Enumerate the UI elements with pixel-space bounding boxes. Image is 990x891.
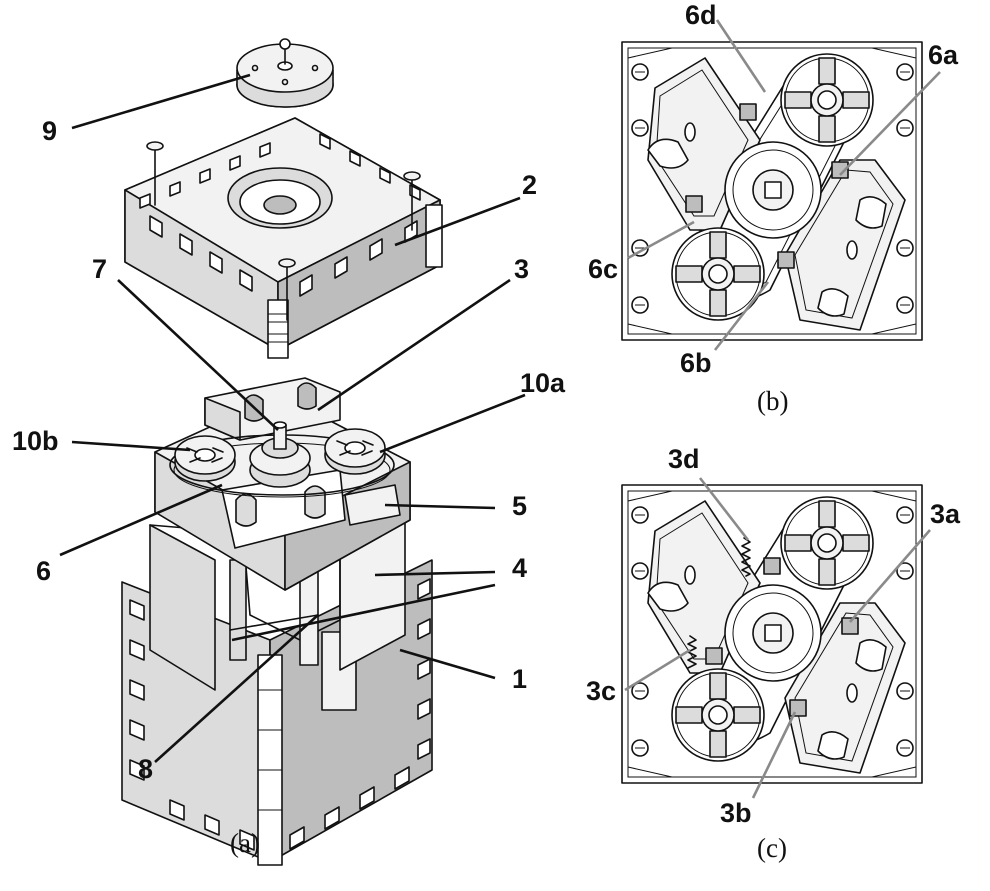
panel-a-leader-lines (59, 73, 526, 763)
callout-6c: 6c (588, 254, 618, 284)
callout-3b: 3b (720, 798, 752, 828)
panel-a-exploded-view: 9 2 7 3 10a 10b 6 5 4 8 1 (a) (12, 38, 566, 866)
part-9-top-disc (236, 38, 334, 108)
panel-c-spring-view: 3d 3a 3c 3b (c) (586, 444, 961, 863)
callout-9: 9 (42, 116, 57, 146)
panel-c-right-bracket (784, 602, 906, 774)
part-10a-right-rotor (324, 428, 386, 475)
part-10b-left-rotor (174, 435, 236, 482)
panel-b-top-view: 6d 6a 6c 6b (b) (588, 0, 959, 416)
caption-c: (c) (757, 833, 787, 863)
panel-a-callout-labels: 9 2 7 3 10a 10b 6 5 4 8 1 (12, 116, 566, 784)
callout-4: 4 (512, 553, 527, 583)
panel-c-callout-labels: 3d 3a 3c 3b (586, 444, 961, 828)
part-2-top-frame (124, 117, 443, 359)
callout-2: 2 (522, 170, 537, 200)
callout-6: 6 (36, 556, 51, 586)
caption-b: (b) (757, 386, 788, 416)
callout-3: 3 (514, 254, 529, 284)
panel-b-callout-labels: 6d 6a 6c 6b (588, 0, 959, 378)
part-8-center-shaft-frame (229, 559, 319, 666)
callout-6d: 6d (685, 0, 717, 30)
callout-3a: 3a (930, 499, 961, 529)
callout-6b: 6b (680, 348, 712, 378)
callout-10b: 10b (12, 426, 59, 456)
callout-8: 8 (138, 754, 153, 784)
caption-a: (a) (230, 828, 260, 858)
callout-7: 7 (92, 254, 107, 284)
callout-6a: 6a (928, 40, 959, 70)
callout-1: 1 (512, 664, 527, 694)
callout-5: 5 (512, 491, 527, 521)
panel-c-leader-lines (624, 477, 931, 799)
callout-3c: 3c (586, 676, 616, 706)
part-7-center-gear (249, 421, 311, 488)
callout-3d: 3d (668, 444, 700, 474)
panel-b-leader-lines (627, 19, 941, 351)
callout-10a: 10a (520, 368, 566, 398)
